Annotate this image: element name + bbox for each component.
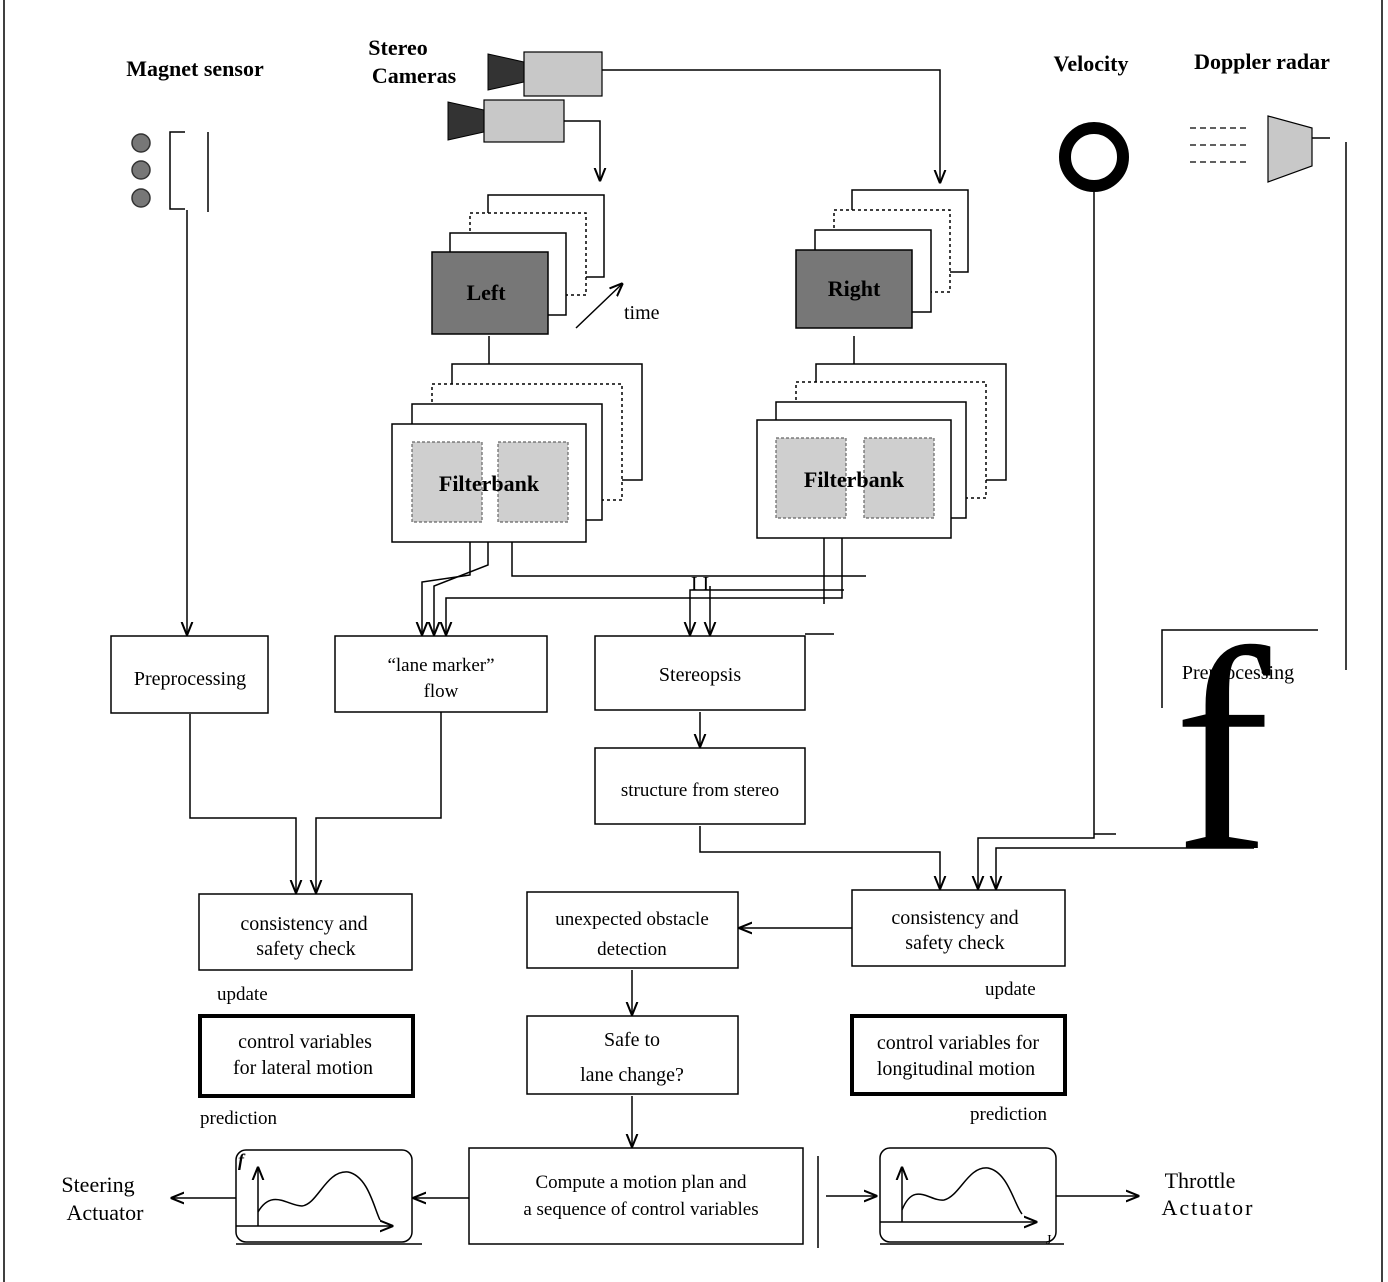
safe-lane-change-box	[526, 1015, 739, 1095]
consistency-right-label-2: safety check	[905, 932, 1004, 954]
velocity-sensor-icon	[1059, 122, 1129, 192]
prediction-right-label: prediction	[970, 1104, 1048, 1125]
time-arrow	[575, 284, 622, 329]
obstacle-label-2: detection	[597, 939, 667, 960]
stereo-cameras-label-1: Stereo	[368, 35, 427, 60]
safe-label-2: lane change?	[580, 1064, 684, 1086]
longitudinal-label-1: control variables for	[877, 1032, 1039, 1054]
steering-label-2: Actuator	[67, 1200, 145, 1225]
motion-plan-label-2: a sequence of control variables	[523, 1199, 758, 1220]
safe-label-1: Safe to	[604, 1029, 660, 1051]
update-right-label: update	[985, 979, 1036, 1000]
throttle-profile-plot	[879, 1147, 1064, 1245]
radar-to-consistency-right	[996, 847, 1254, 888]
time-label: time	[624, 302, 660, 324]
steering-profile-plot	[235, 1149, 422, 1245]
small-f-glyph: f	[238, 1150, 246, 1170]
lateral-label-1: control variables	[238, 1031, 372, 1053]
ii-mark: I I	[691, 573, 709, 595]
lanemarker-flow-box	[334, 635, 548, 713]
stereopsis-box	[594, 635, 806, 711]
consistency-left-label-1: consistency and	[240, 913, 367, 935]
right-filterbank-stack	[756, 363, 1007, 539]
preprocessing-right-label: Preprocessing	[1182, 662, 1294, 684]
preprocessing-right-box	[1161, 629, 1318, 708]
large-f-glyph: f	[1174, 590, 1274, 911]
stereopsis-label: Stereopsis	[659, 664, 741, 686]
lateral-control-box	[198, 1014, 415, 1098]
consistency-left-label-2: safety check	[256, 938, 355, 960]
lanemarker-to-consistency-left	[316, 712, 442, 892]
longitudinal-control-box	[850, 1014, 1067, 1096]
velocity-to-consistency-right	[978, 188, 1095, 888]
right-image-stack	[795, 189, 969, 329]
obstacle-detection-box	[526, 891, 739, 969]
magnet-sensor-label: Magnet sensor	[126, 56, 264, 81]
doppler-radar-label: Doppler radar	[1194, 49, 1330, 74]
structure-to-consistency-right	[699, 826, 940, 888]
camera-left-link	[564, 120, 600, 180]
camera-right-link	[602, 69, 940, 182]
structure-box	[594, 747, 806, 825]
right-image-label: Right	[828, 276, 881, 301]
doppler-radar-icon	[1190, 115, 1347, 670]
camera-bottom-icon	[447, 99, 565, 143]
consistency-left-box	[198, 893, 413, 971]
left-image-stack	[431, 194, 605, 335]
camera-top-icon	[487, 51, 603, 97]
filterbank-output-lines	[422, 538, 866, 634]
lanemarker-label-1: “lane marker”	[387, 655, 494, 676]
steering-label-1: Steering	[61, 1172, 134, 1197]
left-filterbank-label: Filterbank	[439, 471, 540, 496]
prediction-left-label: prediction	[200, 1108, 278, 1129]
motion-plan-label-1: Compute a motion plan and	[535, 1172, 747, 1193]
longitudinal-label-2: longitudinal motion	[877, 1058, 1035, 1080]
preprocessing-to-consistency-left	[189, 714, 296, 892]
stereo-cameras-label-2: Cameras	[372, 63, 457, 88]
preprocessing-left-box	[110, 635, 269, 714]
update-left-label: update	[217, 984, 268, 1005]
left-image-label: Left	[466, 280, 506, 305]
lanemarker-label-2: flow	[424, 681, 459, 702]
lateral-label-2: for lateral motion	[233, 1057, 373, 1079]
obstacle-label-1: unexpected obstacle	[555, 909, 709, 930]
magnet-sensor-icon	[131, 131, 209, 212]
velocity-label: Velocity	[1054, 51, 1129, 76]
left-filterbank-stack	[391, 363, 643, 543]
small-j-glyph: J	[1046, 1233, 1052, 1248]
right-filterbank-label: Filterbank	[804, 467, 905, 492]
preprocessing-left-label: Preprocessing	[134, 668, 246, 690]
consistency-right-box	[851, 889, 1066, 967]
motion-plan-box	[468, 1147, 804, 1245]
consistency-right-label-1: consistency and	[891, 907, 1018, 929]
throttle-label-2: Actuator	[1162, 1195, 1255, 1220]
throttle-label-1: Throttle	[1165, 1168, 1236, 1193]
structure-label: structure from stereo	[621, 780, 779, 801]
